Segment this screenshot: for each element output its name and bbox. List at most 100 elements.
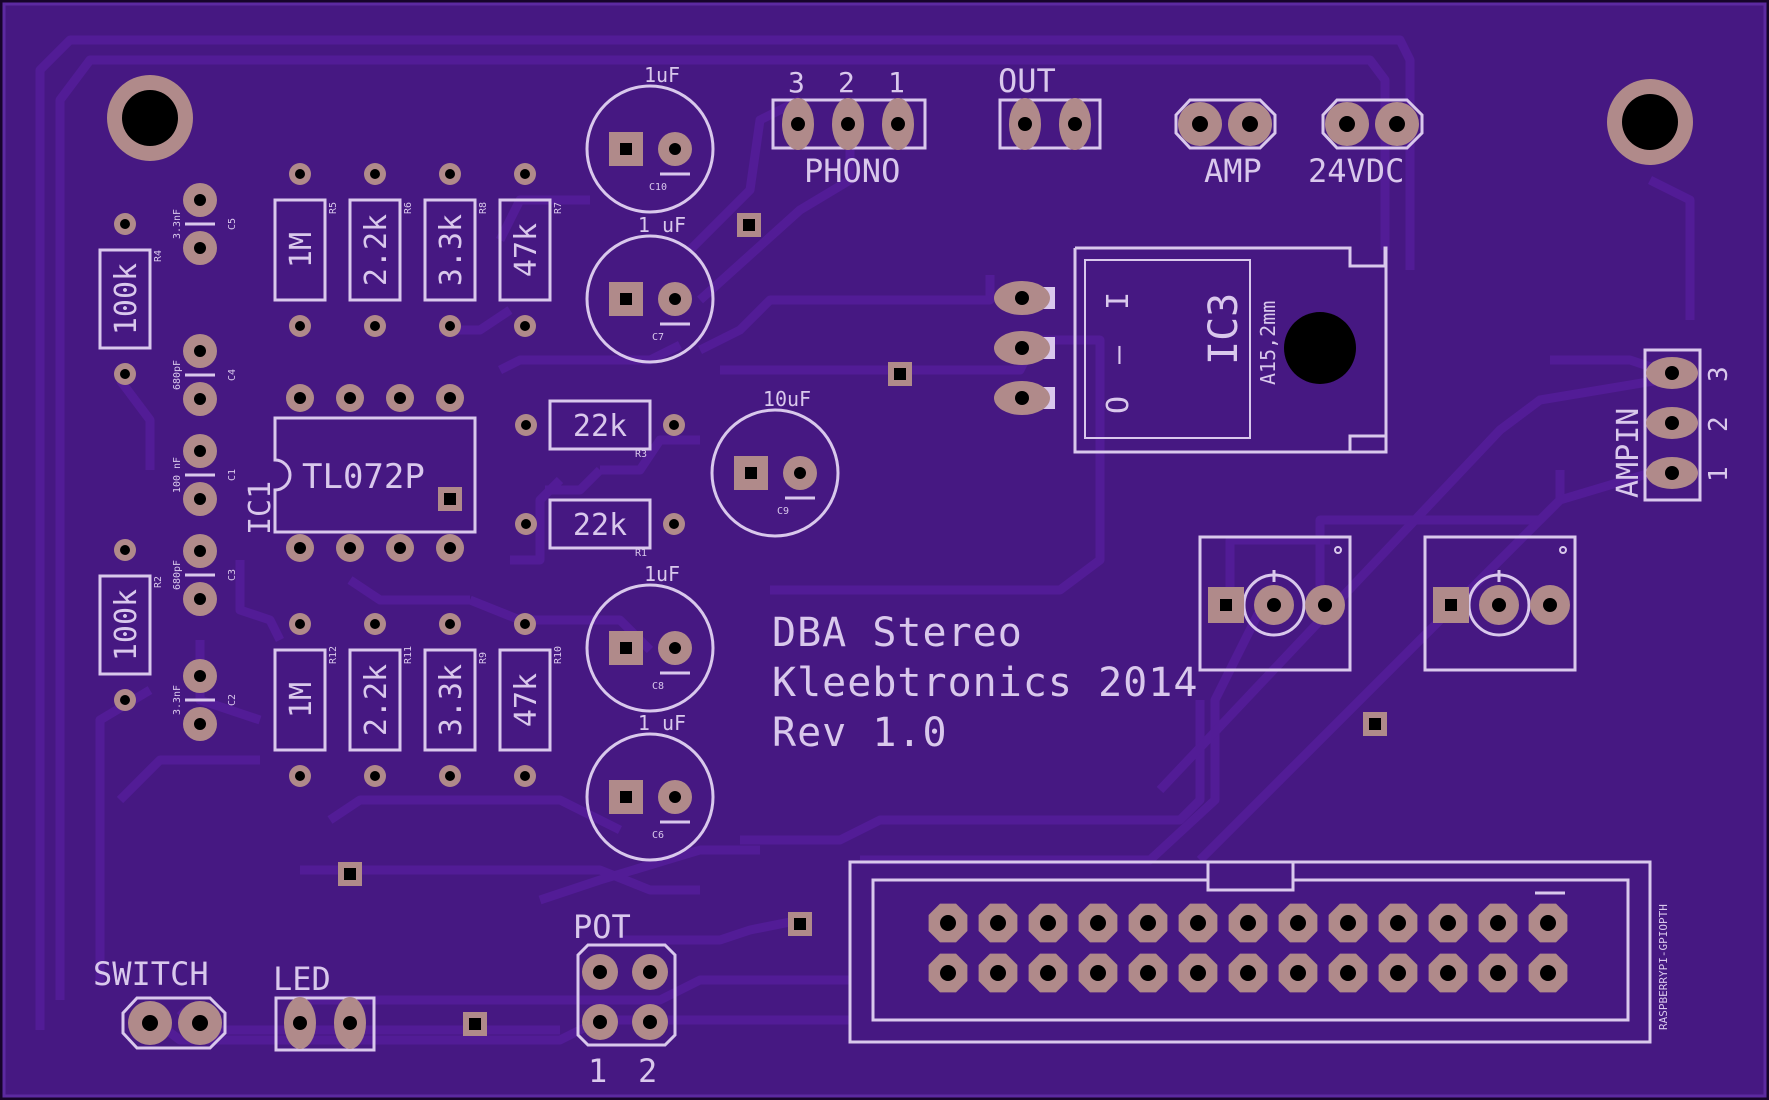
- gpio-pin: [1378, 953, 1418, 993]
- resistor-ref: R4: [153, 250, 164, 262]
- gpio-pin: [1328, 953, 1368, 993]
- gpio-pin: [1528, 903, 1568, 943]
- title-line-1: DBA Stereo: [772, 610, 1023, 656]
- switch-label: SWITCH: [93, 955, 209, 993]
- capacitor-value: 3.3nF: [172, 209, 183, 239]
- capacitor-ref: C6: [652, 830, 664, 841]
- vias: [338, 213, 1387, 1036]
- resistor: 47k R10: [498, 613, 564, 787]
- phono-label: PHONO: [804, 152, 900, 190]
- gpio-pin: [1328, 903, 1368, 943]
- gpio-pin: [978, 903, 1018, 943]
- resistor-value: 100k: [109, 589, 144, 661]
- capacitor-ref: C7: [652, 332, 664, 343]
- resistor-value: 3.3k: [434, 664, 469, 736]
- resistor-value: 47k: [509, 673, 544, 727]
- title-line-2: Kleebtronics 2014: [772, 660, 1198, 706]
- pot-header: POT 1 2: [573, 908, 677, 1090]
- gpio-pin: [1428, 903, 1468, 943]
- ic3-pin-mid: –: [1101, 345, 1136, 364]
- out-label: OUT: [998, 62, 1056, 100]
- gpio-label: RASPBERRYPI-GPIOPTH: [1657, 904, 1670, 1030]
- resistor-value: 2.2k: [359, 214, 394, 286]
- resistor: 2.2k R11: [348, 613, 414, 787]
- gpio-pin: [1428, 953, 1468, 993]
- vdc-label: 24VDC: [1308, 152, 1404, 190]
- resistor-value: 22k: [573, 409, 627, 444]
- ic1-name: IC1: [243, 481, 278, 535]
- ampin-pin-1: 1: [1704, 466, 1734, 482]
- capacitor-value: 1uF: [644, 562, 680, 586]
- capacitor-value: 3.3nF: [172, 685, 183, 715]
- gpio-pin: [1528, 953, 1568, 993]
- trimmer-left: [1198, 535, 1352, 672]
- ampin-pin-3: 3: [1704, 366, 1734, 382]
- gpio-pin: [1278, 903, 1318, 943]
- gpio-pin: [1228, 903, 1268, 943]
- pot-pin-1: 1: [588, 1052, 607, 1090]
- resistor-value: 2.2k: [359, 664, 394, 736]
- resistors: 1MR52.2kR63.3kR847kR71MR122.2kR113.3kR94…: [98, 163, 685, 787]
- gpio-pin: [1228, 953, 1268, 993]
- switch-header: SWITCH: [93, 955, 227, 1050]
- gpio-pin: [978, 953, 1018, 993]
- gpio-pin: [1278, 953, 1318, 993]
- capacitor-ref: C10: [649, 182, 667, 193]
- gpio-pin: [1078, 903, 1118, 943]
- resistor-ref: R11: [403, 646, 414, 664]
- capacitor-value: 1 uF: [638, 213, 686, 237]
- amp-label: AMP: [1204, 152, 1262, 190]
- capacitor-ref: C5: [227, 218, 238, 230]
- resistor-ref: R8: [478, 202, 489, 214]
- resistor-value: 1M: [284, 682, 319, 718]
- capacitor-value: 100 nF: [172, 457, 183, 493]
- ceramic-capacitor: 3.3nF C2: [172, 659, 238, 741]
- gpio-pin: [1028, 953, 1068, 993]
- board-title: DBA Stereo Kleebtronics 2014 Rev 1.0: [772, 610, 1198, 756]
- capacitor-ref: C3: [227, 569, 238, 581]
- capacitor-value: 1 uF: [638, 711, 686, 735]
- ic3-regulator: I – O IC3 A15,2mm: [994, 246, 1388, 454]
- phono-header: 3 2 1 PHONO: [771, 66, 927, 190]
- capacitor-value: 10uF: [763, 387, 811, 411]
- ic3-name: IC3: [1201, 293, 1247, 365]
- gpio-header: RASPBERRYPI-GPIOPTH: [848, 860, 1670, 1044]
- resistor-ref: R3: [635, 449, 647, 460]
- capacitor-ref: C4: [227, 369, 238, 381]
- resistor-ref: R1: [635, 548, 647, 559]
- led-label: LED: [273, 960, 331, 998]
- capacitor-value: 680pF: [172, 360, 183, 390]
- capacitor-value: 1uF: [644, 63, 680, 87]
- gpio-pin: [1078, 953, 1118, 993]
- ic3-pin-o: O: [1101, 396, 1136, 414]
- ampin-header: 3 2 1 AMPIN: [1611, 348, 1734, 502]
- resistor-ref: R10: [553, 646, 564, 664]
- amp-header: AMP: [1174, 98, 1277, 190]
- gpio-pin: [1478, 903, 1518, 943]
- gpio-pin: [928, 903, 968, 943]
- gpio-pin: [1128, 953, 1168, 993]
- ic3-package: A15,2mm: [1256, 301, 1280, 385]
- gpio-pin: [1028, 903, 1068, 943]
- out-header: OUT: [998, 62, 1102, 150]
- ceramic-capacitor: 3.3nF C5: [172, 183, 238, 265]
- mounting-hole-left: [107, 75, 193, 161]
- resistor-ref: R7: [553, 202, 564, 214]
- resistor-value: 1M: [284, 232, 319, 268]
- mounting-hole-right: [1607, 79, 1693, 165]
- ic3-pin-i: I: [1101, 292, 1136, 310]
- ic1-part: TL072P: [302, 457, 425, 497]
- capacitor-ref: C2: [227, 694, 238, 706]
- gpio-pin: [1178, 903, 1218, 943]
